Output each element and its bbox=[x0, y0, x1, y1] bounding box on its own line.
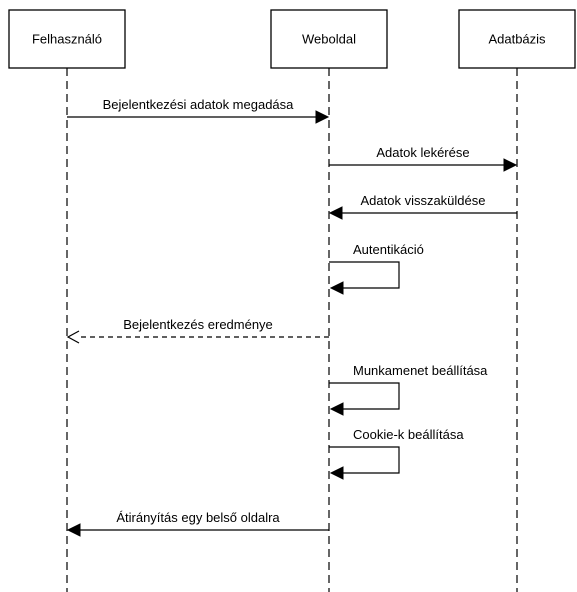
message-label: Adatok lekérése bbox=[376, 145, 469, 160]
message-7: Cookie-k beállítása bbox=[329, 427, 464, 480]
self-message-arrow bbox=[329, 446, 400, 474]
self-message-arrow bbox=[329, 261, 400, 289]
message-label: Cookie-k beállítása bbox=[353, 427, 464, 442]
lifelines bbox=[66, 68, 518, 592]
message-label: Átirányítás egy belső oldalra bbox=[116, 510, 280, 525]
arrowhead bbox=[328, 206, 343, 220]
participant-box bbox=[270, 9, 388, 69]
message-1: Bejelentkezési adatok megadása bbox=[67, 97, 330, 124]
message-8: Átirányítás egy belső oldalra bbox=[66, 510, 329, 537]
message-2: Adatok lekérése bbox=[329, 145, 518, 172]
participant-user: Felhasználó bbox=[8, 9, 126, 69]
arrowhead bbox=[329, 466, 344, 480]
message-label: Adatok visszaküldése bbox=[360, 193, 485, 208]
arrowhead bbox=[66, 330, 80, 344]
message-label: Bejelentkezés eredménye bbox=[123, 317, 273, 332]
participant-db: Adatbázis bbox=[458, 9, 576, 69]
participant-box bbox=[8, 9, 126, 69]
participant-box bbox=[458, 9, 576, 69]
participant-label: Adatbázis bbox=[488, 31, 546, 46]
message-6: Munkamenet beállítása bbox=[329, 363, 488, 416]
arrowhead bbox=[66, 523, 81, 537]
arrowhead bbox=[329, 402, 344, 416]
message-label: Autentikáció bbox=[353, 242, 424, 257]
participant-web: Weboldal bbox=[270, 9, 388, 69]
message-3: Adatok visszaküldése bbox=[328, 193, 517, 220]
self-message-arrow bbox=[329, 382, 400, 410]
message-4: Autentikáció bbox=[329, 242, 424, 295]
participant-label: Felhasználó bbox=[32, 31, 102, 46]
arrowhead bbox=[503, 158, 518, 172]
message-label: Bejelentkezési adatok megadása bbox=[103, 97, 295, 112]
arrowhead bbox=[315, 110, 330, 124]
participant-label: Weboldal bbox=[302, 31, 356, 46]
participants: Felhasználó Weboldal Adatbázis bbox=[8, 9, 576, 69]
message-5: Bejelentkezés eredménye bbox=[66, 317, 329, 344]
message-label: Munkamenet beállítása bbox=[353, 363, 488, 378]
arrowhead bbox=[329, 281, 344, 295]
